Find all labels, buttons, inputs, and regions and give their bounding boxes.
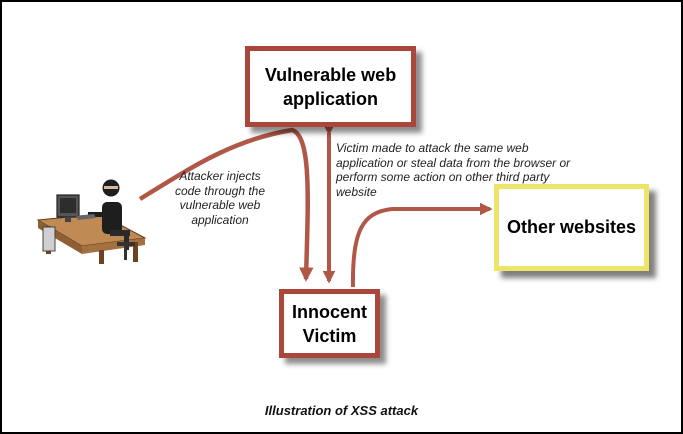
vulnerable-web-app-label: Vulnerable web application	[264, 64, 397, 109]
innocent-victim-label-line2: Victim	[302, 325, 357, 346]
attacker-annotation: Attacker injects code through the vulner…	[154, 169, 286, 227]
other-websites-label: Other websites	[506, 217, 637, 237]
attacker-annotation-line: Attacker injects	[179, 169, 261, 183]
other-websites-node: Other websites	[494, 184, 649, 271]
attacker-annotation-line: code through the	[174, 183, 266, 198]
innocent-victim-node: Innocent Victim	[279, 289, 380, 358]
innocent-victim-label-line1: Innocent	[292, 301, 367, 322]
victim-annotation: Victim made to attack the same web appli…	[336, 141, 598, 199]
vulnerable-web-app-node: Vulnerable web application	[245, 46, 416, 127]
figure-caption: Illustration of XSS attack	[264, 403, 419, 418]
victim-annotation-line: perform some action on other third party	[336, 170, 550, 184]
attacker-to-webapp-arrow	[138, 127, 314, 282]
attacker-annotation-line: vulnerable web	[179, 198, 261, 212]
victim-annotation-line: website	[336, 184, 377, 199]
victim-to-other-arrow	[350, 202, 493, 288]
victim-annotation-line: Victim made to attack the same web	[336, 141, 529, 155]
victim-annotation-line: application or steal data from the brows…	[336, 155, 571, 170]
attacker-annotation-line: application	[191, 212, 249, 227]
hacker-at-computer-icon	[36, 179, 147, 264]
